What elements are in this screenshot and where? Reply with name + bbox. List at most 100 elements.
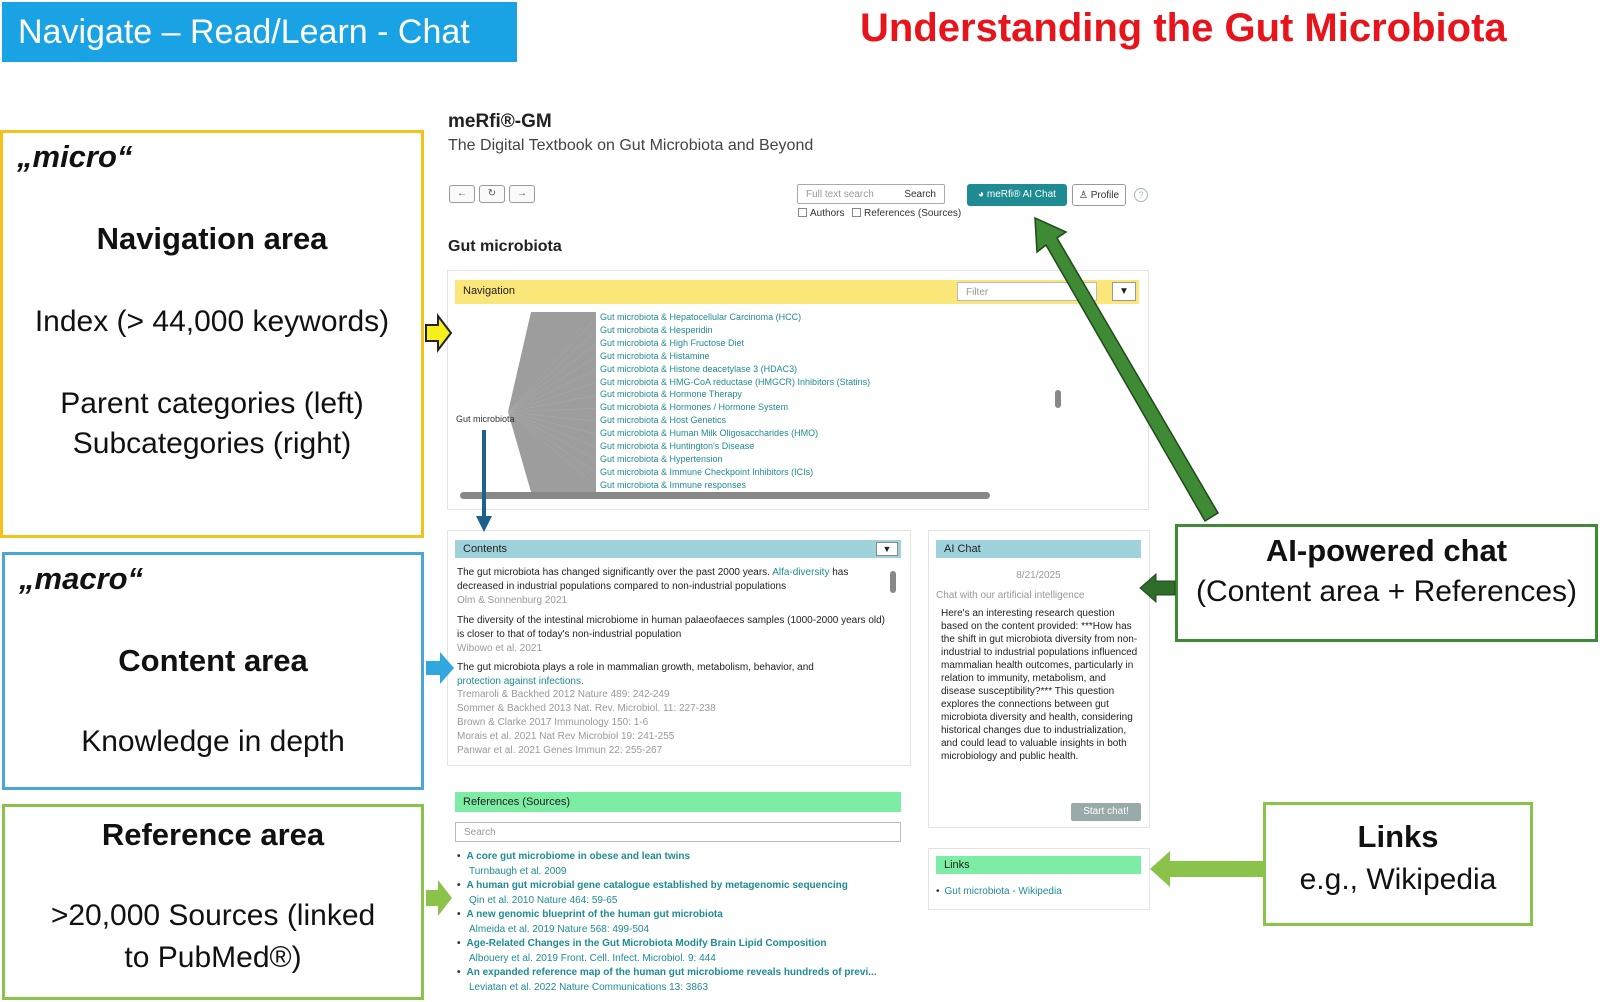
tree-branch <box>507 411 596 474</box>
tree-item[interactable]: Gut microbiota & Hepatocellular Carcinom… <box>600 312 802 322</box>
reference-source[interactable]: Turnbaugh et al. 2009 <box>469 866 567 877</box>
chat-message-input[interactable]: Here's an interesting research question … <box>941 608 1138 762</box>
back-button[interactable]: ← <box>449 185 475 203</box>
alfa-diversity-link[interactable]: Alfa-diversity <box>772 567 830 578</box>
chat-line-1: (Content area + References) <box>1195 575 1578 608</box>
reference-source[interactable]: Almeida et al. 2019 Nature 568: 499-504 <box>469 924 650 935</box>
reload-button[interactable]: ↻ <box>479 185 505 203</box>
app-name: meRfi®-GM <box>448 111 552 132</box>
references-search-input[interactable]: Search <box>455 822 901 842</box>
tree-item[interactable]: Gut microbiota & HMG-CoA reductase (HMGC… <box>600 376 871 387</box>
arrow-right-icon: → <box>517 188 527 199</box>
references-title: References (Sources) <box>463 796 570 808</box>
micro-line-3: Subcategories (right) <box>72 427 352 460</box>
section-title: Gut microbiota <box>448 238 562 255</box>
reference-source[interactable]: Qin et al. 2010 Nature 464: 59-65 <box>469 895 618 906</box>
tree-item[interactable]: Gut microbiota & Hypertension <box>600 453 723 464</box>
reference-source[interactable]: Albouery et al. 2019 Front. Cell. Infect… <box>469 953 716 964</box>
tree-branch <box>507 411 596 422</box>
ai-chat-title: AI Chat <box>944 543 981 555</box>
tree-root-label[interactable]: Gut microbiota <box>456 414 515 424</box>
help-icon[interactable]: ? <box>1134 188 1148 202</box>
tree-branch <box>507 343 596 413</box>
ai-chat-header: AI Chat <box>936 540 1141 558</box>
app-subtitle: The Digital Textbook on Gut Microbiota a… <box>448 137 814 154</box>
authors-checkbox[interactable]: Authors <box>798 208 844 219</box>
tree-item[interactable]: Gut microbiota & Host Genetics <box>600 415 727 426</box>
reference-line-2: to PubMed®) <box>124 941 302 974</box>
content-citation[interactable]: Olm & Sonnenburg 2021 <box>457 595 568 606</box>
tree-item[interactable]: Gut microbiota & High Fructose Diet <box>600 337 745 348</box>
reference-title[interactable]: Age-Related Changes in the Gut Microbiot… <box>457 938 827 949</box>
chat-callout: AI-powered chat (Content area + Referenc… <box>1175 524 1598 642</box>
ai-chat-button[interactable]: ◕ meRfi® AI Chat <box>967 184 1067 206</box>
links-header: Links <box>936 856 1141 874</box>
search-button[interactable]: Search <box>904 189 936 200</box>
reference-title[interactable]: A new genomic blueprint of the human gut… <box>457 909 723 920</box>
content-citation[interactable]: Morais et al. 2021 Nat Rev Microbiol 19:… <box>457 731 675 742</box>
tree-item[interactable]: Gut microbiota & Immune responses <box>600 479 747 490</box>
macro-callout: „macro“ Content area Knowledge in depth <box>2 552 424 790</box>
navigation-horizontal-scrollbar[interactable] <box>460 492 990 499</box>
tree-item[interactable]: Gut microbiota & Histone deacetylase 3 (… <box>600 363 798 374</box>
content-citation[interactable]: Tremaroli & Backhed 2012 Nature 489: 242… <box>457 689 670 700</box>
profile-button[interactable]: ♙ Profile <box>1072 184 1126 206</box>
tree-branch <box>507 411 596 435</box>
reload-icon: ↻ <box>487 188 497 199</box>
tree-item[interactable]: Gut microbiota & Human Milk Oligosacchar… <box>600 428 819 439</box>
macro-tag: „macro“ <box>19 561 144 596</box>
navigation-vertical-scrollbar[interactable] <box>1055 390 1061 408</box>
tree-branch <box>507 382 596 413</box>
navigation-dropdown[interactable]: ▼ <box>1112 282 1136 301</box>
navigation-tree: Gut microbiota & Hepatocellular Carcinom… <box>456 312 1066 492</box>
content-citation[interactable]: Wibowo et al. 2021 <box>457 643 543 654</box>
navigation-filter-input[interactable]: Filter <box>957 282 1097 301</box>
contents-dropdown[interactable]: ▼ <box>876 542 898 556</box>
content-citation[interactable]: Panwar et al. 2021 Genes Immun 22: 255-2… <box>457 745 663 756</box>
contents-scrollbar[interactable] <box>890 571 896 593</box>
micro-callout: „micro“ Navigation area Index (> 44,000 … <box>0 130 424 538</box>
references-checkbox[interactable]: References (Sources) <box>852 208 961 219</box>
chevron-down-icon: ▼ <box>882 544 892 554</box>
content-area-heading: Content area <box>118 643 308 678</box>
navigation-title: Navigation <box>463 285 515 297</box>
tree-branch <box>507 395 596 413</box>
tree-item[interactable]: Gut microbiota & Hormone Therapy <box>600 389 742 400</box>
checkbox-icon <box>852 208 861 217</box>
tree-item[interactable]: Gut microbiota & Hesperidin <box>600 324 713 335</box>
tree-item[interactable]: Gut microbiota & Hormones / Hormone Syst… <box>600 402 789 413</box>
references-label: References (Sources) <box>864 208 962 219</box>
ai-chat-heading: AI-powered chat <box>1265 533 1508 568</box>
chevron-down-icon: ▼ <box>1119 286 1129 297</box>
reference-area-heading: Reference area <box>101 817 325 852</box>
start-chat-button[interactable]: Start chat! <box>1071 803 1141 821</box>
links-line-1: e.g., Wikipedia <box>1299 863 1497 896</box>
macro-line-1: Knowledge in depth <box>81 725 345 758</box>
arrow-icon <box>426 880 452 916</box>
links-heading: Links <box>1357 819 1439 854</box>
reference-title[interactable]: A human gut microbial gene catalogue est… <box>457 880 848 891</box>
tree-branch <box>507 411 596 461</box>
tree-item[interactable]: Gut microbiota & Histamine <box>600 350 710 361</box>
reference-source[interactable]: Leviatan et al. 2022 Nature Communicatio… <box>469 982 709 993</box>
tree-branch <box>507 369 596 413</box>
user-icon: ♙ <box>1078 190 1091 201</box>
full-text-search-input[interactable]: Full text search Search <box>797 184 945 204</box>
content-citation[interactable]: Brown & Clarke 2017 Immunology 150: 1-6 <box>457 717 649 728</box>
reference-title[interactable]: An expanded reference map of the human g… <box>457 967 877 978</box>
reference-line-1: >20,000 Sources (linked <box>50 899 376 932</box>
forward-button[interactable]: → <box>509 185 535 203</box>
protection-against-infections-link[interactable]: protection against infections. <box>457 676 584 687</box>
tree-item[interactable]: Gut microbiota & Huntington's Disease <box>600 441 755 451</box>
content-citation[interactable]: Sommer & Backhed 2013 Nat. Rev. Microbio… <box>457 703 716 714</box>
reference-title[interactable]: A core gut microbiome in obese and lean … <box>457 851 691 862</box>
wikipedia-link[interactable]: Gut microbiota - Wikipedia <box>936 886 1062 897</box>
arrow-icon <box>1150 851 1265 887</box>
reference-callout: Reference area >20,000 Sources (linked t… <box>2 804 424 1000</box>
tree-item[interactable]: Gut microbiota & Immune Checkpoint Inhib… <box>600 466 814 477</box>
micro-line-1: Index (> 44,000 keywords) <box>34 305 390 338</box>
contents-title: Contents <box>463 543 508 555</box>
chat-date: 8/21/2025 <box>1016 570 1061 581</box>
tree-branch <box>507 317 596 413</box>
tree-branch <box>507 356 596 413</box>
